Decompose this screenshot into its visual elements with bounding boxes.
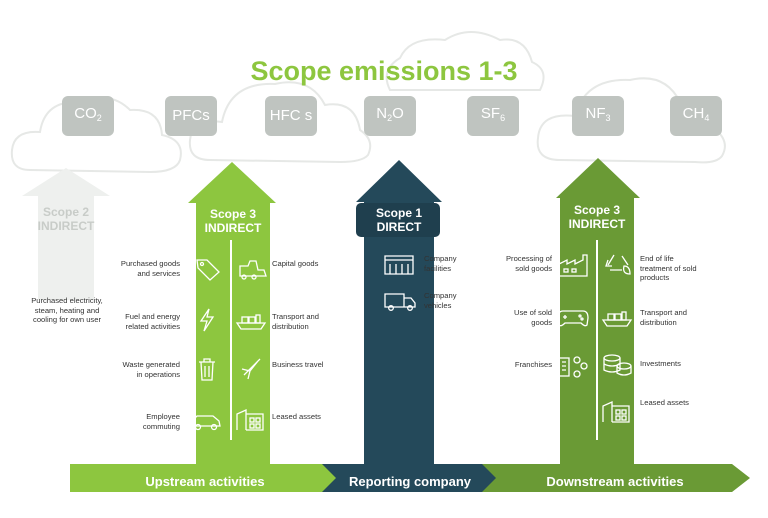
- page-title: Scope emissions 1-3: [250, 56, 518, 86]
- scope1-company-vehicles: Company vehicles: [424, 291, 457, 310]
- upstream-waste: Waste generated in operations: [122, 360, 180, 379]
- downstream-leased-assets: Leased assets: [640, 398, 689, 407]
- gas-hfcs-label: HFC s: [269, 107, 313, 124]
- gamepad-icon: [556, 304, 590, 330]
- price-tag-icon: [192, 256, 222, 282]
- cloud-right: [536, 77, 726, 164]
- bar-upstream: [70, 464, 340, 492]
- upstream-business-travel: Business travel: [272, 360, 324, 369]
- truck-icon: [382, 288, 418, 314]
- cargo-ship-icon: [234, 307, 268, 333]
- gas-sf6-box: SF6: [467, 96, 519, 136]
- upstream-leased-assets: Leased assets: [272, 412, 321, 421]
- gas-nf3-label: NF3: [585, 105, 611, 123]
- reporting-company-label: Reporting company: [348, 474, 472, 489]
- upstream-employee-commuting: Employee commuting: [142, 412, 180, 431]
- gas-co2-box: CO2: [62, 96, 114, 136]
- gas-ch4-label: CH4: [682, 105, 710, 123]
- downstream-franchises: Franchises: [514, 360, 552, 369]
- building-icon: [234, 406, 266, 432]
- scope1-company-facilities: Company facilities: [424, 254, 457, 273]
- gas-n2o-box: N2O: [364, 96, 416, 136]
- gas-ch4-box: CH4: [670, 96, 722, 136]
- cloud-center: [385, 31, 545, 91]
- gas-nf3-box: NF3: [572, 96, 624, 136]
- bar-downstream: [482, 464, 750, 492]
- factory-processing-icon: [556, 252, 592, 278]
- upstream-divider: [230, 240, 232, 440]
- scope1-label-box: [356, 203, 440, 237]
- factory-facility-icon: [382, 250, 416, 276]
- scope2-arrow-shape: [22, 168, 110, 300]
- lightning-bolt-icon: [192, 307, 222, 333]
- coin-stack-icon: [600, 352, 634, 378]
- downstream-processing: Processing of sold goods: [505, 254, 552, 273]
- gas-n2o-label: N2O: [376, 105, 404, 123]
- gas-pfcs-box: PFCs: [165, 96, 217, 136]
- cargo-ship-downstream-icon: [600, 304, 634, 330]
- gas-sf6-label: SF6: [480, 105, 506, 123]
- gas-hfcs-box: HFC s: [265, 96, 317, 136]
- downstream-use: Use of sold goods: [514, 308, 552, 327]
- gas-co2-label: CO2: [74, 105, 102, 123]
- bulldozer-icon: [236, 256, 268, 282]
- upstream-fuel-energy: Fuel and energy related activities: [125, 312, 180, 331]
- upstream-capital-goods: Capital goods: [272, 259, 319, 268]
- downstream-transport: Transport and distribution: [640, 308, 687, 327]
- upstream-purchased-goods: Purchased goods and services: [120, 259, 180, 278]
- car-icon: [188, 408, 224, 434]
- bar-reporting: [322, 464, 500, 492]
- downstream-divider: [596, 240, 598, 440]
- airplane-icon: [236, 356, 266, 382]
- franchise-network-icon: [556, 354, 590, 380]
- trash-bin-icon: [192, 356, 222, 382]
- scope2-description: Purchased electricity, steam, heating an…: [31, 296, 103, 324]
- downstream-end-of-life: End of life treatment of sold products: [640, 254, 697, 282]
- upstream-activities-label: Upstream activities: [145, 474, 265, 489]
- recycle-leaf-icon: [602, 252, 634, 278]
- building-leased-icon: [600, 398, 632, 424]
- downstream-investments: Investments: [640, 359, 681, 368]
- upstream-transport: Transport and distribution: [272, 312, 319, 331]
- gas-pfcs-label: PFCs: [172, 107, 210, 124]
- downstream-activities-label: Downstream activities: [546, 474, 684, 489]
